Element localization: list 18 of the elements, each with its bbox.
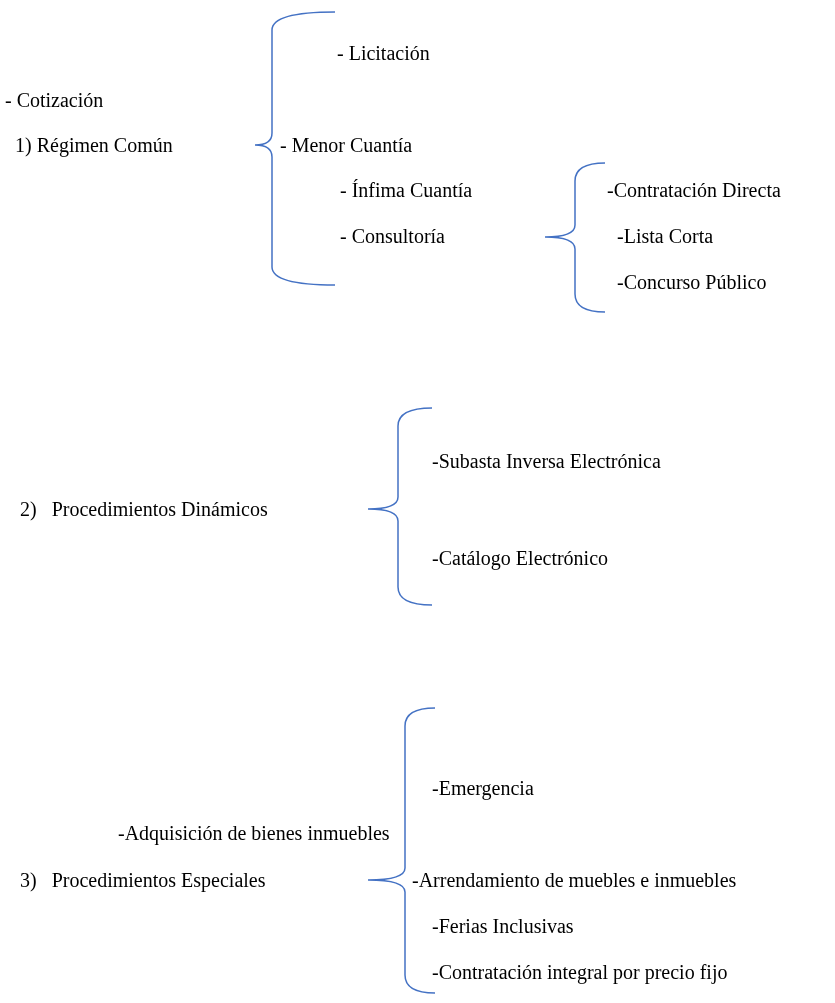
list-item-text: -Concurso Público bbox=[617, 270, 767, 294]
list-item-text: -Arrendamiento de muebles e inmuebles bbox=[412, 868, 737, 892]
list-item-text: - Licitación bbox=[337, 41, 430, 65]
list-item-text: -Contratación integral por precio fijo bbox=[432, 960, 728, 984]
list-item-text: -Adquisición de bienes inmuebles bbox=[118, 821, 390, 845]
list-item-text: - Menor Cuantía bbox=[280, 133, 413, 157]
list-item-text: -Lista Corta bbox=[617, 224, 714, 248]
list-item-text: -Emergencia bbox=[432, 776, 534, 800]
list-item-text: - Consultoría bbox=[340, 224, 445, 248]
list-item-text: -Catálogo Electrónico bbox=[432, 546, 609, 570]
list-item-text: -Ferias Inclusivas bbox=[432, 914, 574, 938]
list-item-text: - Cotización bbox=[5, 88, 104, 112]
list-item-text: 3) Procedimientos Especiales bbox=[20, 868, 266, 892]
list-item-text: - Ínfima Cuantía bbox=[340, 178, 473, 202]
list-item-text: -Subasta Inversa Electrónica bbox=[432, 449, 661, 473]
list-item-text: -Contratación Directa bbox=[607, 178, 781, 202]
list-item-text: 2) Procedimientos Dinámicos bbox=[20, 497, 268, 521]
list-item-text: 1) Régimen Común bbox=[15, 133, 173, 157]
